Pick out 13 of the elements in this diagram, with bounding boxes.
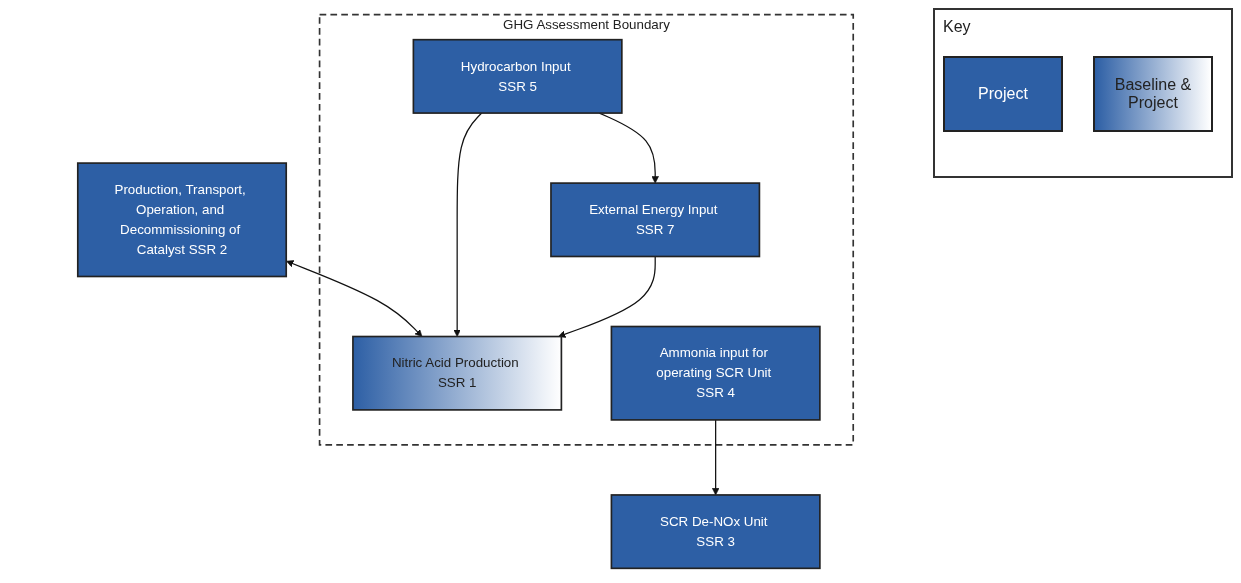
node-box: External Energy Input SSR 7 [550,182,761,258]
node-box: Ammonia input for operating SCR Unit SSR 4 [610,325,821,421]
arrow [286,260,423,337]
key-title: Key [943,18,972,36]
node-box: Nitric Acid Production SSR 1 [352,335,563,411]
arrow [558,255,656,338]
arrow [712,419,720,496]
node-box: Production, Transport, Operation, and Decommissioning of Catalyst SSR 2 [76,162,288,278]
legend-swatch: Project [943,56,1063,132]
node-box: Hydrocarbon Input SSR 5 [412,38,623,114]
legend-swatch: Baseline & Project [1093,56,1213,132]
node-box: SCR De-NOx Unit SSR 3 [610,494,821,570]
arrow [453,112,483,337]
